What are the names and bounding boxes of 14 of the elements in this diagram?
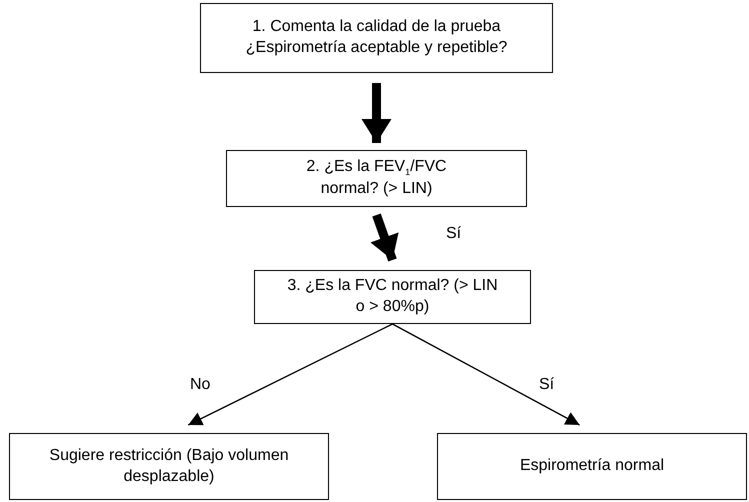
- process-box: [254, 270, 531, 324]
- process-box: [437, 433, 747, 500]
- box-text: 2. ¿Es la FEV$_{1}$/FVC normal? (> LIN): [305, 157, 448, 200]
- box-text: Sugiere restricción (Bajo volumen desplazable): [48, 446, 290, 486]
- box-text: Espirometría normal: [520, 456, 664, 476]
- arrow: [362, 83, 392, 143]
- box-text: 3. ¿Es la FVC normal? (> LIN o > 80%p): [286, 276, 499, 317]
- arrow: [370, 214, 399, 262]
- process-box: [226, 150, 527, 207]
- process-box: [200, 3, 553, 73]
- process-box: [9, 433, 329, 500]
- box-text: 1. Comenta la calidad de la prueba ¿Espirometría aceptable y repetible?: [244, 17, 508, 58]
- arrow: [188, 323, 393, 426]
- arrow: [392, 323, 580, 426]
